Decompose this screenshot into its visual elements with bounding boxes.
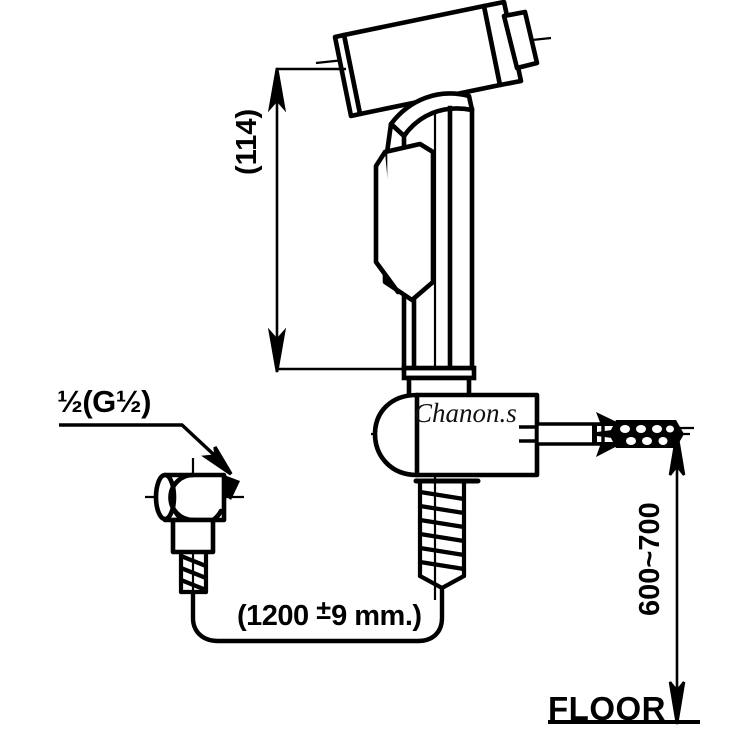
dimension-head-height: [267, 67, 474, 373]
hose-coil-thread-2: [417, 503, 467, 516]
dimension-label-head-height: (114): [231, 108, 263, 175]
trigger-lever: [373, 141, 436, 303]
spray-head-rear-cap: [332, 32, 363, 119]
spray-head: [332, 0, 540, 119]
hose-coil-connector: [413, 478, 481, 591]
angle-valve-end-cap: [153, 472, 177, 522]
angle-valve-fitting: [153, 472, 240, 555]
wall-holder-body: [372, 392, 540, 478]
callout-leader-line: [59, 423, 228, 468]
callout-inlet-thread-leader: [59, 423, 233, 476]
dim114-arrow-bottom: [267, 327, 287, 373]
trigger-lever-plate: [382, 141, 436, 303]
callout-leader-arrowhead: [201, 446, 233, 476]
watermark-text: Chanon.s: [414, 398, 517, 428]
wall-anchor-screw: [519, 412, 684, 457]
hose-length-suffix: 9 mm.): [331, 600, 422, 632]
dim600-arrow-top: [668, 432, 686, 476]
stem-thread-3: [178, 577, 209, 593]
hose-coil-thread-4: [417, 531, 467, 544]
wall-anchor-pipe-stub: [519, 425, 537, 443]
hose-coil-thread-1: [417, 489, 467, 502]
spray-head-nozzle-ring: [481, 0, 524, 88]
floor-label: FLOOR: [548, 690, 666, 727]
dimension-mounting-height: [668, 432, 686, 725]
hose-coil-thread-5: [417, 545, 467, 558]
hose-length-tolerance-symbol: ±: [316, 595, 332, 625]
angle-valve-threaded-stem: [178, 549, 209, 595]
trigger-lever-edge: [373, 149, 401, 295]
flexible-hose-path: [190, 585, 445, 644]
collar-nut: [401, 365, 477, 399]
dimension-label-hose-length: (1200 ±9 mm.): [237, 597, 422, 632]
stem-thread-2: [178, 565, 209, 581]
hose-length-prefix: (1200: [237, 600, 317, 632]
hose-coil-thread-3: [417, 517, 467, 530]
callout-label-inlet-thread: ½(G½): [57, 384, 151, 419]
dimension-label-mounting-height: 600~700: [634, 502, 666, 616]
hose-coil-thread-6: [417, 559, 467, 572]
flexible-hose: [190, 585, 445, 644]
dim114-arrow-top: [267, 67, 287, 113]
stem-thread-1: [178, 553, 209, 569]
angle-valve-corner: [224, 475, 240, 500]
angle-valve-collar: [170, 517, 216, 555]
wall-anchor-sleeve-holes: [620, 425, 674, 445]
spray-head-nozzle-tip: [501, 9, 540, 71]
